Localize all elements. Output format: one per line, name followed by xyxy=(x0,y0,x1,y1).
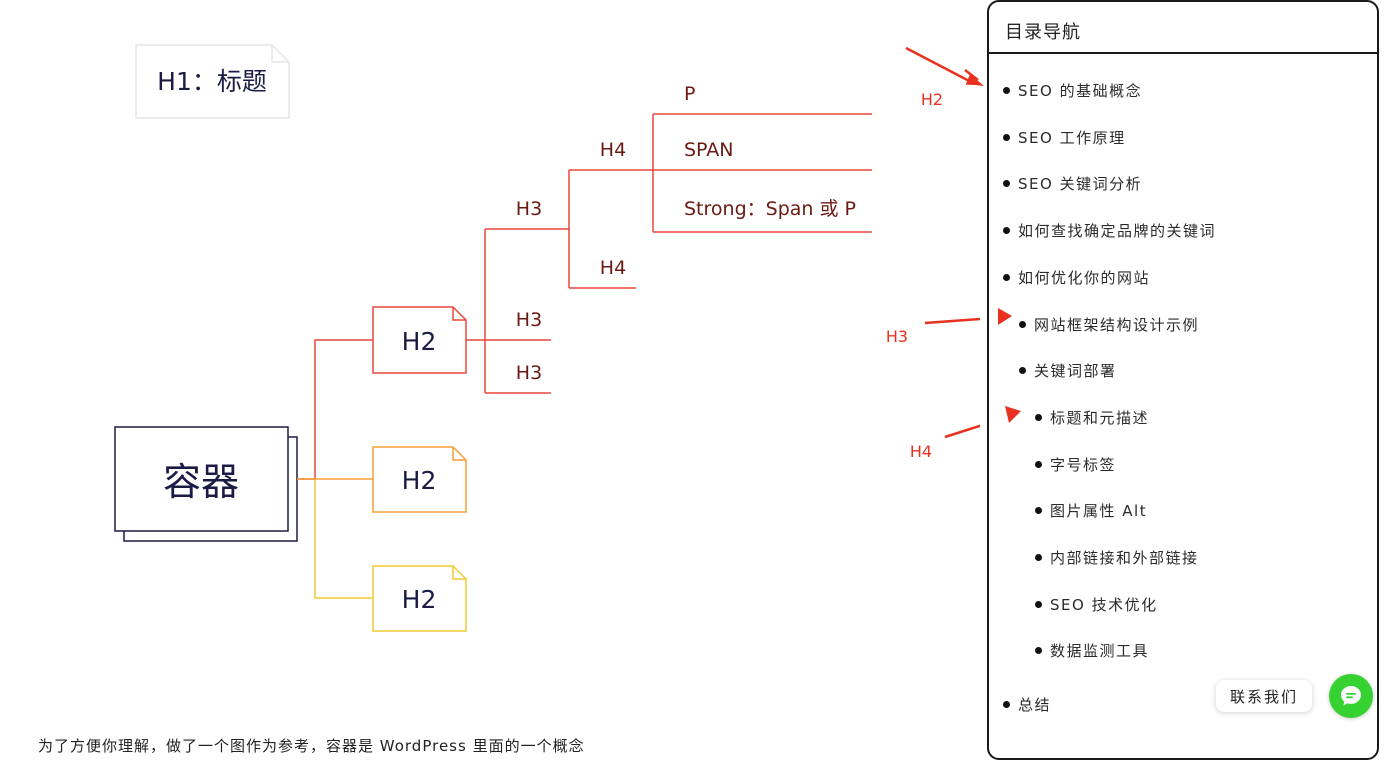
toc-item-label: 数据监测工具 xyxy=(1050,642,1150,661)
toc-item[interactable]: SEO 技术优化 xyxy=(1035,594,1158,615)
toc-item-label: 网站框架结构设计示例 xyxy=(1034,315,1200,334)
chat-bubble-icon xyxy=(1341,686,1361,706)
bullet-icon xyxy=(1035,460,1042,468)
connector-h4-leaves xyxy=(652,113,872,233)
connector-container-h2-red xyxy=(297,339,373,480)
bullet-icon xyxy=(1035,600,1042,608)
bullet-icon xyxy=(1035,507,1042,515)
bullet-icon xyxy=(1035,554,1042,561)
toc-item[interactable]: 标题和元描述 xyxy=(1035,407,1149,428)
bullet-icon xyxy=(1003,701,1010,709)
h1-note: H1：标题 xyxy=(135,44,290,119)
annotation-arrow-h2 xyxy=(905,46,977,86)
contact-us-label[interactable]: 联系我们 xyxy=(1216,680,1313,712)
toc-title: 目录导航 xyxy=(989,2,1377,54)
toc-item-label: 标题和元描述 xyxy=(1050,408,1150,427)
h4-label: H4 xyxy=(600,257,626,279)
toc-item-label: 如何查找确定品牌的关键词 xyxy=(1018,222,1217,241)
toc-item[interactable]: 关键词部署 xyxy=(1019,360,1117,381)
h2-node-orange: H2 xyxy=(372,446,467,513)
annotation-label-h4: H4 xyxy=(910,442,932,461)
bullet-icon xyxy=(1003,227,1010,235)
container-node: 容器 xyxy=(114,426,298,542)
chat-button[interactable] xyxy=(1329,674,1373,718)
toc-item-label: SEO 的基础概念 xyxy=(1018,82,1143,100)
annotation-label-h2: H2 xyxy=(921,90,943,109)
toc-item-label: 图片属性 Alt xyxy=(1050,502,1148,521)
heading-structure-diagram: H1：标题 容器 H2 H2 H2 H3 H3 H3 H4 H4 P SPAN … xyxy=(114,44,980,632)
toc-item[interactable]: 内部链接和外部链接 xyxy=(1035,547,1199,568)
toc-item-label: 总结 xyxy=(1018,696,1052,715)
toc-item-label: 如何优化你的网站 xyxy=(1018,268,1151,287)
bullet-icon xyxy=(1035,413,1042,421)
bullet-icon xyxy=(1003,133,1010,141)
container-label: 容器 xyxy=(163,460,239,504)
h2-node-label: H2 xyxy=(402,585,437,614)
toc-item[interactable]: 总结 xyxy=(1003,694,1051,715)
connector-h2-h3 xyxy=(466,228,568,394)
toc-item[interactable]: SEO 关键词分析 xyxy=(1003,173,1142,194)
toc-item[interactable]: 如何查找确定品牌的关键词 xyxy=(1003,220,1216,241)
toc-item-label: 内部链接和外部链接 xyxy=(1050,549,1199,567)
toc-panel: 目录导航 SEO 的基础概念 SEO 工作原理 SEO 关键词分析如何查找确定品牌的… xyxy=(987,0,1379,760)
connector-h3-h4 xyxy=(568,169,652,289)
bullet-icon xyxy=(1003,87,1010,94)
h3-label: H3 xyxy=(516,362,542,384)
h3-label: H3 xyxy=(516,198,542,220)
toc-item[interactable]: 图片属性 Alt xyxy=(1035,500,1147,521)
annotation-label-h3: H3 xyxy=(886,327,908,346)
leaf-label-span: SPAN xyxy=(684,139,734,161)
annotation-arrow-h3 xyxy=(924,317,980,325)
bullet-icon xyxy=(1035,647,1042,655)
bullet-icon xyxy=(1003,180,1010,188)
h2-node-label: H2 xyxy=(402,327,437,356)
h2-node-red: H2 xyxy=(372,306,467,374)
toc-item-label: SEO 工作原理 xyxy=(1018,128,1126,147)
toc-item-label: 字号标签 xyxy=(1050,455,1117,474)
h2-node-label: H2 xyxy=(402,466,437,495)
bullet-icon xyxy=(1003,273,1010,281)
toc-item[interactable]: SEO 的基础概念 xyxy=(1003,80,1142,101)
bullet-icon xyxy=(1019,320,1026,328)
h1-note-label: H1：标题 xyxy=(157,67,267,96)
toc-item[interactable]: 网站框架结构设计示例 xyxy=(1019,314,1199,335)
bullet-icon xyxy=(1019,367,1026,375)
leaf-label-p: P xyxy=(684,83,695,105)
article-body-text: 为了方便你理解，做了一个图作为参考，容器是 WordPress 里面的一个概念 xyxy=(38,737,585,755)
h2-node-yellow: H2 xyxy=(372,565,467,632)
toc-item-label: SEO 关键词分析 xyxy=(1018,175,1143,194)
h3-label: H3 xyxy=(516,309,542,331)
toc-item-label: SEO 技术优化 xyxy=(1050,595,1158,614)
connector-container-h2-yellow xyxy=(314,479,373,599)
annotation-arrow-h4 xyxy=(944,424,980,439)
toc-item[interactable]: 数据监测工具 xyxy=(1035,640,1149,661)
toc-item[interactable]: 如何优化你的网站 xyxy=(1003,267,1150,288)
h4-label: H4 xyxy=(600,139,626,161)
leaf-label-strong: Strong：Span 或 P xyxy=(684,198,856,220)
toc-item[interactable]: 字号标签 xyxy=(1035,454,1116,475)
toc-item-label: 关键词部署 xyxy=(1034,362,1117,381)
toc-item[interactable]: SEO 工作原理 xyxy=(1003,127,1126,148)
